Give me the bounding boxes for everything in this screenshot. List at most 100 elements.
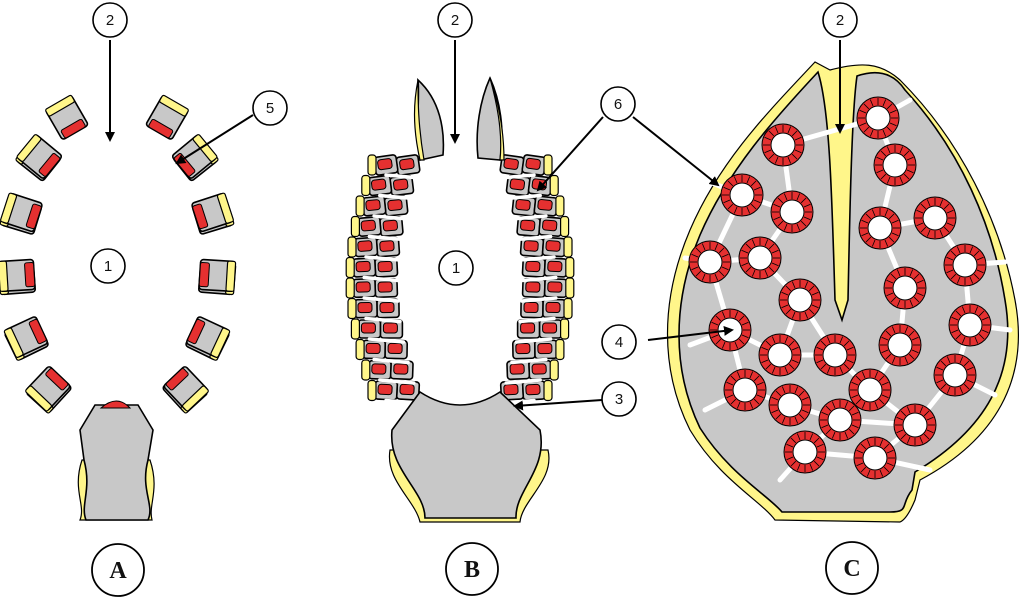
panel-b-arrow-3 (513, 399, 603, 411)
panel-b-wall-cell (520, 298, 544, 319)
panel-c-cell (758, 333, 802, 377)
panel-b-outer-layer (555, 195, 565, 217)
svg-text:1: 1 (104, 258, 112, 275)
panel-c-caption: C (825, 541, 879, 595)
panel-b-outer-layer (345, 277, 355, 299)
panel-c-cell (770, 190, 814, 234)
panel-a-stalk-core (79, 404, 154, 521)
panel-b-wall-cell (516, 216, 541, 237)
panel-b-wall-cell (353, 236, 379, 258)
panel-b-wall-cell (528, 359, 553, 381)
panel-b-outer-layer (559, 318, 570, 340)
panel-b-wall (345, 154, 575, 406)
panel-b-wall-cell (521, 380, 547, 401)
panel-b-outer-layer (549, 359, 559, 381)
panel-b-wall-cell (373, 154, 399, 176)
panel-c-cell (738, 236, 782, 280)
panel-b-wall-cell (533, 339, 558, 360)
panel-b-wall-cell (373, 380, 399, 401)
panel-b-wall-cell (357, 319, 382, 339)
panel-b-wall-cell (367, 359, 392, 381)
panel-b-wall-cell (521, 277, 546, 299)
panel-b-caption: B (445, 542, 499, 596)
panel-b-network-line (364, 255, 402, 262)
panel-b-network-line (378, 378, 416, 385)
panel-b-wall-cell (521, 154, 547, 176)
panel-c-cell (723, 368, 767, 412)
panel-b-wall-cell (361, 195, 387, 217)
panel-b-network-line (372, 357, 410, 365)
panel-c-cell (778, 278, 822, 322)
panel-b-wall-cell (362, 339, 387, 360)
panel-b-network-line (514, 337, 553, 344)
panel-c-cell (856, 96, 900, 140)
panel-c-cell (948, 303, 992, 347)
panel-b-outer-layer (367, 154, 377, 176)
panel-c-cell (783, 430, 827, 474)
panel-c-cell (858, 206, 902, 250)
svg-text:6: 6 (614, 96, 622, 113)
svg-text:1: 1 (452, 260, 460, 277)
panel-b-wall-cell (395, 380, 421, 401)
svg-text:A: A (109, 558, 127, 584)
panel-b-outer-layer (367, 379, 377, 402)
panel-b-wall-cell (354, 298, 378, 319)
panel-b-network-line (362, 275, 400, 283)
panel-c-cell (943, 243, 987, 287)
panel-c-arrow-4 (647, 325, 734, 341)
panel-b-outer-layer (345, 256, 355, 279)
panel-c-cell (761, 123, 805, 167)
panel-a-wall-cell (0, 258, 36, 293)
panel-c-cell (818, 398, 862, 442)
panel-b-network-line (367, 234, 406, 242)
panel-a-wall-cell (16, 134, 63, 179)
panel-b-network-line (367, 337, 406, 344)
panel-b-marker-1: 1 (438, 250, 474, 286)
panel-b-outer-layer (361, 174, 371, 197)
panel-b-network-line (384, 173, 422, 180)
panel-c-cell (883, 266, 927, 310)
panel-b-network-line (520, 275, 558, 283)
panel-b-wall-cell (395, 154, 421, 176)
panel-b-wall-cell (538, 319, 563, 339)
panel-c-cell (873, 143, 917, 187)
panel-b-wall-cell (357, 216, 382, 237)
panel-b-outer-layer (565, 256, 575, 279)
panel-a-wall-cell (198, 258, 237, 293)
panel-c-arrow-6 (632, 116, 720, 187)
panel-b-network-line (372, 214, 410, 221)
panel-c: 2 4 C (601, 2, 1019, 595)
panel-c-cell (813, 333, 857, 377)
panel-b-network-line (518, 255, 556, 262)
panel-b-network-line (510, 357, 548, 365)
panel-b-network-line (362, 296, 400, 303)
panel-a-marker-1: 1 (90, 248, 126, 284)
panel-b-marker-6: 6 (600, 86, 636, 122)
panel-c-cell (688, 240, 732, 284)
svg-text:C: C (843, 556, 860, 582)
panel-a-caption: A (91, 543, 145, 597)
panel-b-tip-right-yellow (489, 77, 505, 161)
panel-b-outer-layer (350, 215, 360, 238)
panel-b-network-line (378, 193, 416, 201)
panel-a-wall-cell (145, 94, 189, 140)
panel-a-arrow-5 (175, 114, 254, 165)
panel-b-wall-cell (541, 236, 567, 258)
panel-b-outer-layer (355, 195, 365, 217)
panel-b-wall-cell (538, 216, 563, 237)
panel-b-wall-cell (533, 195, 559, 217)
panel-b-wall-cell (511, 339, 536, 360)
panel-c-marker-4: 4 (601, 324, 637, 360)
panel-b-outer-layer (565, 277, 575, 299)
panel-b-outer-layer (549, 174, 559, 197)
panel-b-base (391, 390, 543, 519)
svg-text:2: 2 (106, 12, 114, 29)
panel-b-network-line (364, 316, 402, 324)
svg-text:5: 5 (266, 100, 274, 117)
panel-a: 2 5 1 A (0, 2, 288, 597)
panel-a-wall-cell (25, 366, 71, 412)
panel-c-cell (933, 353, 977, 397)
panel-b-network-line (514, 234, 553, 242)
panel-c-cell (848, 368, 892, 412)
